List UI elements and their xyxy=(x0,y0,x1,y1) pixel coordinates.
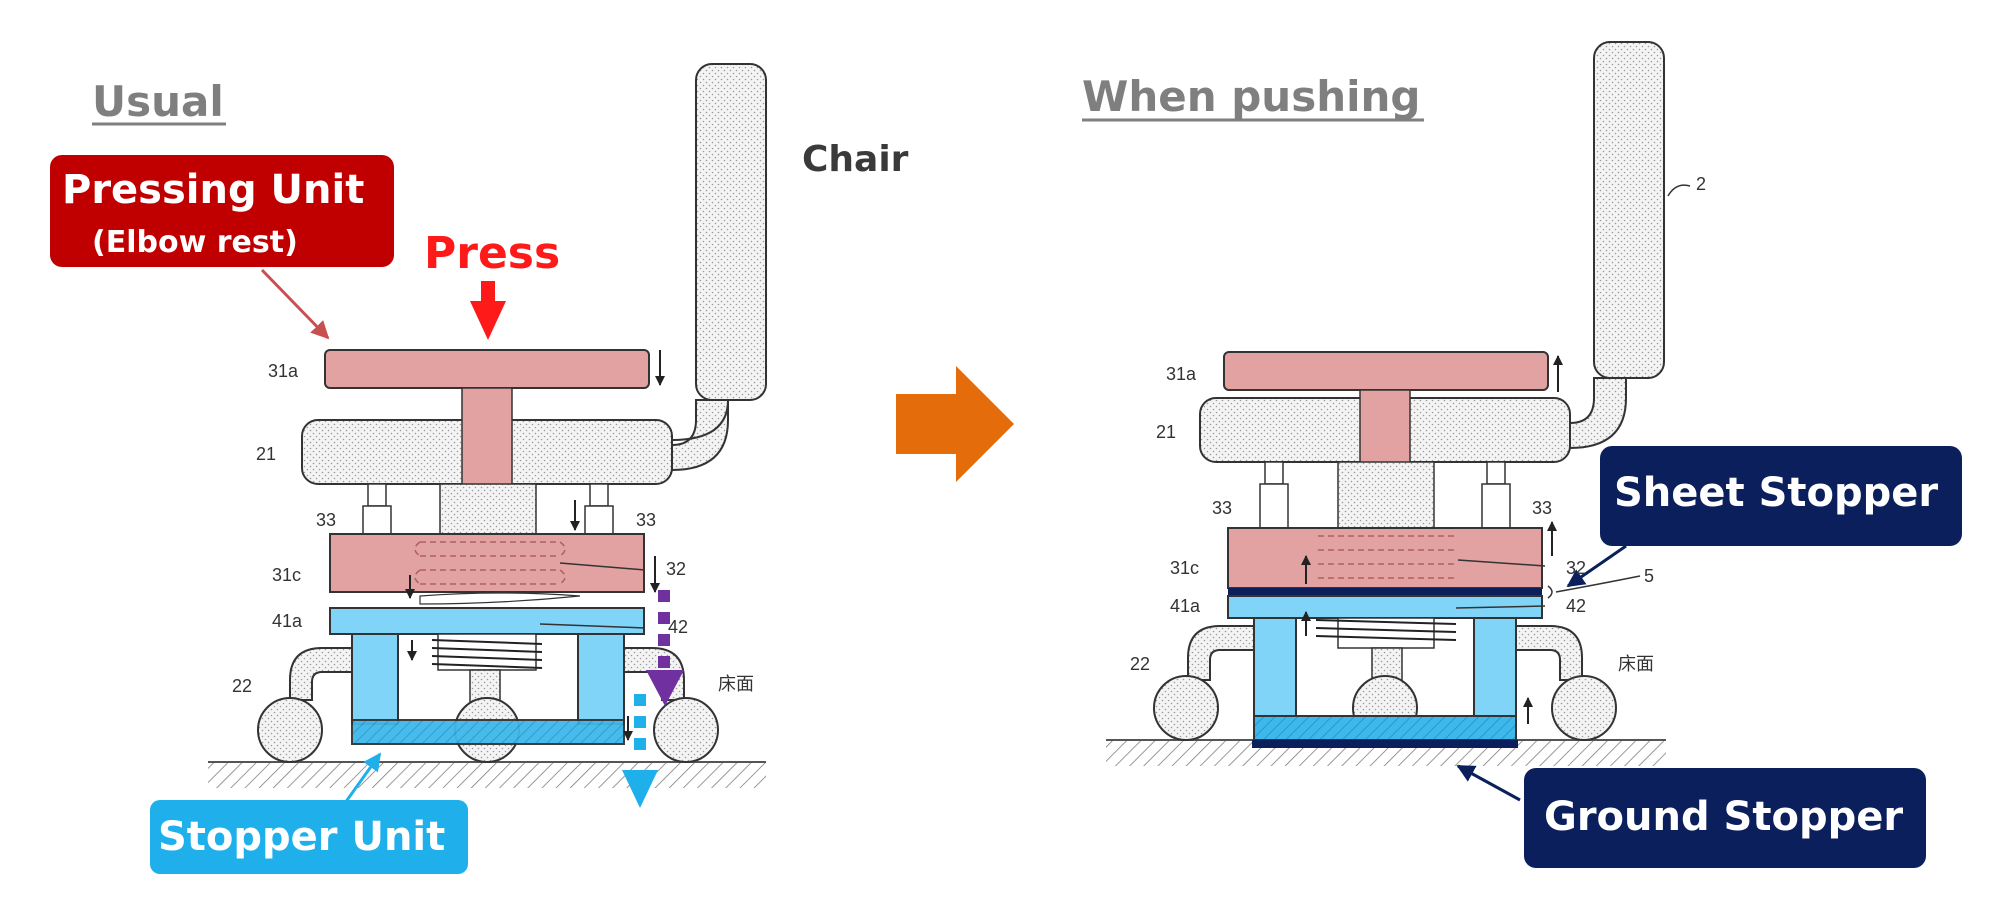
label-41a-right: 41a xyxy=(1170,596,1201,616)
elbow-rest-31a-right xyxy=(1223,351,1549,391)
guide-post-33-left xyxy=(362,505,392,535)
transition-arrow xyxy=(896,366,1014,482)
pressing-unit-pointer xyxy=(260,268,330,340)
label-21-right: 21 xyxy=(1156,422,1176,442)
label-21-left: 21 xyxy=(256,444,276,464)
stopper-unit-box xyxy=(150,800,468,874)
chair-neck xyxy=(671,399,729,472)
guide-post-33-right-upper xyxy=(589,483,609,507)
spring-32-leader xyxy=(559,562,646,571)
label-32-left: 32 xyxy=(666,559,686,579)
stopper-leg-right-right xyxy=(1473,617,1517,719)
label-42-left: 42 xyxy=(668,617,688,637)
spring-42-leader xyxy=(539,623,646,629)
guide-post-33-left-upper xyxy=(367,483,387,507)
sheet-stopper-box xyxy=(1600,446,1962,546)
elbow-rest-label: (Elbow rest) xyxy=(92,225,298,260)
caster-left-right xyxy=(1153,675,1219,741)
label-33-right-a: 33 xyxy=(1212,498,1232,518)
label-floor-left: 床面 xyxy=(718,674,754,694)
label-31c-left: 31c xyxy=(272,565,301,585)
pressing-block-31c-right xyxy=(1227,527,1543,589)
left-panel: Usual Pressing Unit (Elbow rest) Press C… xyxy=(50,63,909,874)
stopper-leg-left-right xyxy=(1253,617,1297,719)
leader-2 xyxy=(1667,184,1691,197)
chair-backrest-right xyxy=(1593,41,1665,379)
blue-motion-arrow xyxy=(622,694,658,808)
label-2-right: 2 xyxy=(1696,174,1706,194)
label-22-left: 22 xyxy=(232,676,252,696)
label-31a-left: 31a xyxy=(268,361,299,381)
pressing-unit-box xyxy=(50,155,394,267)
guide-post-33-right xyxy=(584,505,614,535)
floor-hatch xyxy=(208,762,766,788)
sheet-stopper-pointer xyxy=(1566,544,1627,588)
spring-32-right xyxy=(1318,535,1458,579)
ground-stopper-pointer xyxy=(1456,764,1521,802)
guide-post-33-right-upper-right xyxy=(1486,461,1506,485)
pressing-unit-label: Pressing Unit xyxy=(62,167,364,213)
stopper-leg-right xyxy=(577,633,625,725)
press-arrow-head xyxy=(470,301,506,340)
press-arrow-shaft xyxy=(481,281,495,303)
spring-42-coils xyxy=(431,639,543,669)
elbow-rest-31a xyxy=(324,349,650,389)
when-pushing-title: When pushing xyxy=(1082,72,1420,121)
center-column-right xyxy=(1337,461,1435,529)
right-panel: When pushing xyxy=(1082,41,1962,868)
pressing-block-31c xyxy=(329,533,645,593)
sheet-stopper-layer xyxy=(1228,588,1542,596)
label-31c-right: 31c xyxy=(1170,558,1199,578)
caster-right xyxy=(653,697,719,763)
label-22-right: 22 xyxy=(1130,654,1150,674)
stopper-plate-41a xyxy=(329,607,645,635)
guide-post-33-right-right xyxy=(1481,483,1511,529)
stopper-leg-left xyxy=(351,633,399,725)
brace-5 xyxy=(1547,585,1553,599)
label-33-left-a: 33 xyxy=(316,510,336,530)
seat-neck-join xyxy=(671,399,729,441)
leg-22-left-right xyxy=(1187,625,1255,681)
label-33-left-b: 33 xyxy=(636,510,656,530)
leader-5 xyxy=(1555,575,1641,593)
ground-stopper-label: Ground Stopper xyxy=(1544,794,1903,840)
caster-right-right xyxy=(1551,675,1617,741)
stopper-unit-label: Stopper Unit xyxy=(158,814,445,860)
ground-stopper-layer xyxy=(1252,740,1518,748)
label-33-right-b: 33 xyxy=(1532,498,1552,518)
spring-42-leader-right xyxy=(1455,605,1546,609)
spring-32-leader-right xyxy=(1457,559,1546,567)
leg-22-right-right xyxy=(1515,625,1583,681)
guide-post-33-left-upper-right xyxy=(1264,461,1284,485)
center-column xyxy=(439,483,537,535)
chair-label: Chair xyxy=(802,139,909,180)
label-31a-right: 31a xyxy=(1166,364,1197,384)
usual-title: Usual xyxy=(92,77,224,126)
leg-22-left xyxy=(289,647,353,701)
stopper-bottom xyxy=(351,719,625,745)
label-32-right: 32 xyxy=(1566,558,1586,578)
stopper-bottom-right xyxy=(1253,715,1517,741)
sheet-stopper-label: Sheet Stopper xyxy=(1614,470,1938,516)
label-41a-left: 41a xyxy=(272,611,303,631)
chair-neck-right xyxy=(1569,377,1627,450)
chair-backrest xyxy=(695,63,767,401)
spring-32 xyxy=(414,541,566,585)
label-5-right: 5 xyxy=(1644,566,1654,586)
spring-bottom-coil xyxy=(419,592,581,605)
press-label: Press xyxy=(424,228,560,279)
purple-motion-arrow xyxy=(646,590,684,706)
guide-post-33-left-right xyxy=(1259,483,1289,529)
label-42-right: 42 xyxy=(1566,596,1586,616)
label-floor-right: 床面 xyxy=(1618,654,1654,674)
ground-stopper-box xyxy=(1524,768,1926,868)
spring-42-coils-right xyxy=(1315,619,1457,641)
caster-left xyxy=(257,697,323,763)
